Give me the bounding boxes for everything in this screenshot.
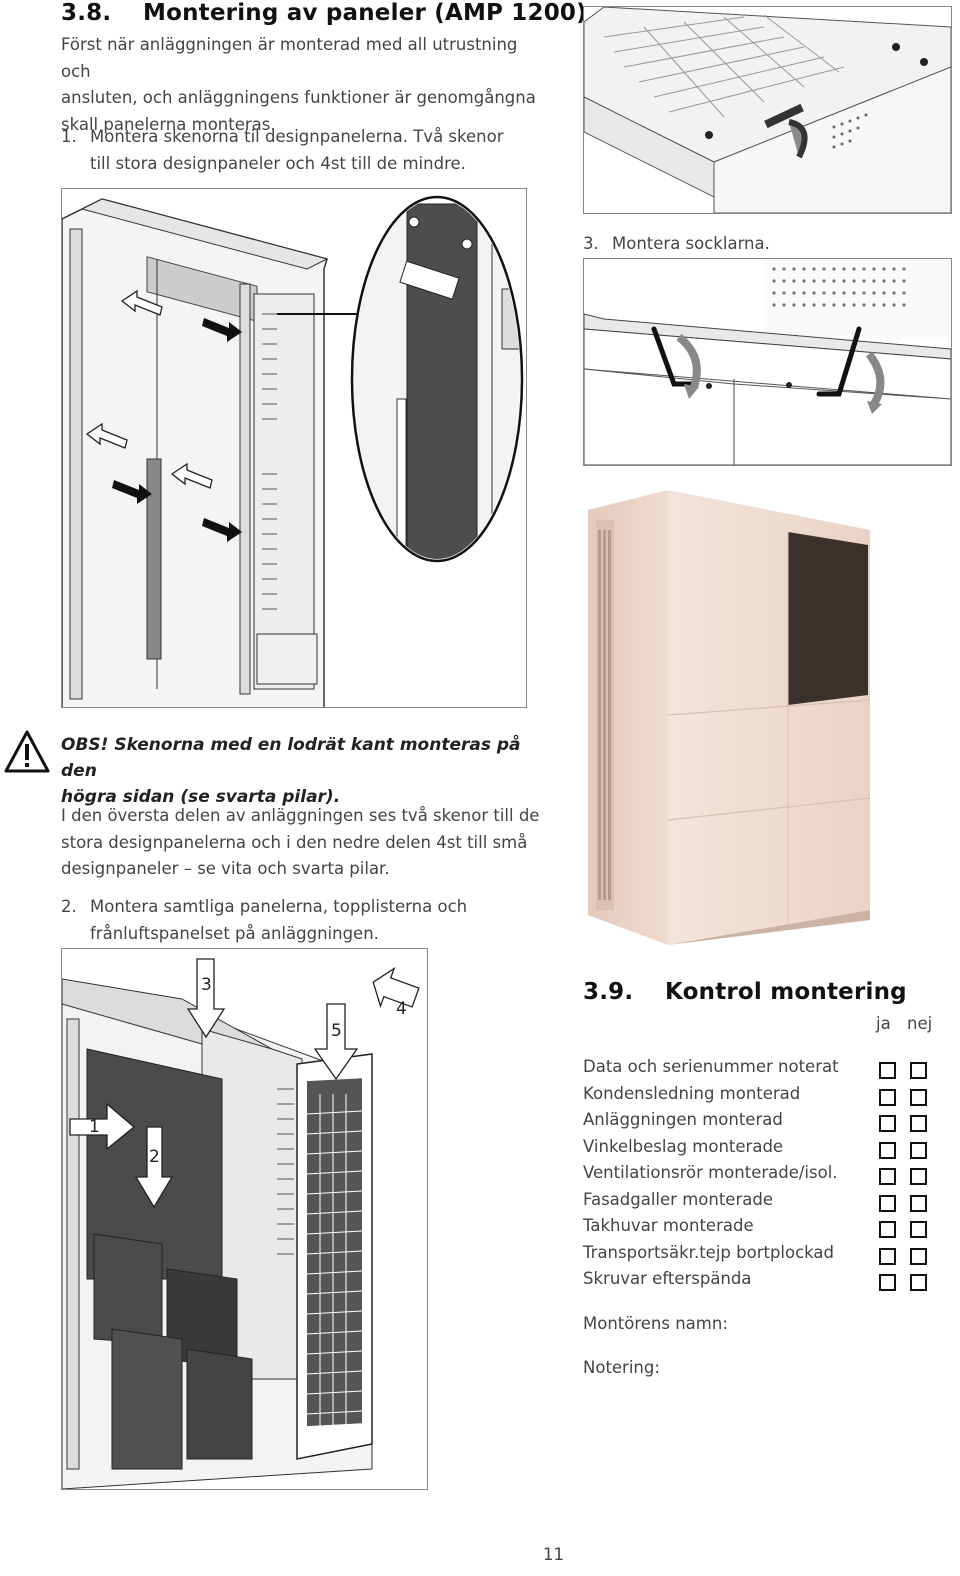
- checklist-label: Ventilationsrör monterade/isol.: [583, 1163, 838, 1182]
- section-title-3-9: Kontrol montering: [665, 979, 907, 1005]
- callout-1: 1: [89, 1117, 100, 1137]
- section-number-3-8: 3.8.: [61, 0, 112, 26]
- finished-unit-photo: [588, 490, 870, 945]
- checkbox-yes[interactable]: [879, 1248, 896, 1265]
- callout-5: 5: [331, 1021, 342, 1041]
- column-header-no: nej: [907, 1014, 933, 1033]
- checklist-row: Takhuvar monterade: [583, 1216, 943, 1242]
- checklist-row: Skruvar efterspända: [583, 1269, 943, 1295]
- rails-description-line: I den översta delen av anläggningen ses …: [61, 806, 540, 825]
- step-2-line: frånluftspanelset på anläggningen.: [90, 923, 379, 943]
- installer-name-label: Montörens namn:: [583, 1314, 728, 1333]
- checklist-label: Anläggningen monterad: [583, 1110, 783, 1129]
- warning-line: OBS! Skenorna med en lodrät kant montera…: [61, 735, 521, 781]
- checkbox-no[interactable]: [910, 1168, 927, 1185]
- checkbox-no[interactable]: [910, 1142, 927, 1159]
- intro-paragraph: Först när anläggningen är monterad med a…: [61, 32, 541, 138]
- checkbox-yes[interactable]: [879, 1168, 896, 1185]
- step-1-line: Montera skenorna til designpanelerna. Tv…: [90, 127, 504, 146]
- column-header-yes: ja: [876, 1014, 891, 1033]
- step-3-text: Montera socklarna.: [612, 234, 770, 253]
- checkbox-no[interactable]: [910, 1195, 927, 1212]
- checkbox-yes[interactable]: [879, 1221, 896, 1238]
- checklist-row: Ventilationsrör monterade/isol.: [583, 1163, 943, 1189]
- note-label: Notering:: [583, 1358, 660, 1377]
- step-2-number: 2.: [61, 897, 77, 916]
- section-number-3-9: 3.9.: [583, 979, 634, 1005]
- page-number: 11: [543, 1545, 564, 1564]
- step-2-text: Montera samtliga panelerna, topplisterna…: [90, 894, 540, 947]
- step-1-number: 1.: [61, 127, 77, 146]
- intro-line: Först när anläggningen är monterad med a…: [61, 35, 518, 81]
- rails-description: I den översta delen av anläggningen ses …: [61, 803, 541, 883]
- checklist-label: Vinkelbeslag monterade: [583, 1137, 784, 1156]
- rails-description-line: designpaneler – se vita och svarta pilar…: [61, 859, 390, 878]
- checklist-row: Vinkelbeslag monterade: [583, 1137, 943, 1163]
- checklist-label: Transportsäkr.tejp bortplockad: [583, 1243, 835, 1262]
- checklist-label: Kondensledning monterad: [583, 1084, 801, 1103]
- checklist-label: Fasadgaller monterade: [583, 1190, 773, 1209]
- step-1-line: till stora designpaneler och 4st till de…: [90, 153, 466, 173]
- checklist-row: Fasadgaller monterade: [583, 1190, 943, 1216]
- intro-line: skall panelerna monteras.: [61, 114, 276, 134]
- warning-line: högra sidan (se svarta pilar).: [61, 787, 341, 807]
- figure-rails: [61, 188, 527, 708]
- checkbox-no[interactable]: [910, 1248, 927, 1265]
- rails-description-line: stora designpanelerna och i den nedre de…: [61, 832, 528, 852]
- checkbox-yes[interactable]: [879, 1115, 896, 1132]
- section-title-3-8: Montering av paneler (AMP 1200): [143, 0, 587, 26]
- checkbox-no[interactable]: [910, 1274, 927, 1291]
- step-2-line: Montera samtliga panelerna, topplisterna…: [90, 897, 468, 916]
- checklist-label: Skruvar efterspända: [583, 1269, 752, 1288]
- callout-3: 3: [201, 975, 212, 995]
- figure-plinths: [583, 258, 952, 466]
- checkbox-no[interactable]: [910, 1221, 927, 1238]
- step-1-text: Montera skenorna til designpanelerna. Tv…: [90, 124, 540, 177]
- checkbox-yes[interactable]: [879, 1142, 896, 1159]
- checklist-row: Data och serienummer noterat: [583, 1057, 943, 1083]
- intro-line: ansluten, och anläggningens funktioner ä…: [61, 88, 536, 107]
- figure-panel-mounting: 1 2 3 4 5: [61, 948, 428, 1490]
- checkbox-yes[interactable]: [879, 1274, 896, 1291]
- checkbox-no[interactable]: [910, 1115, 927, 1132]
- checkbox-no[interactable]: [910, 1062, 927, 1079]
- callout-2: 2: [149, 1147, 160, 1167]
- checkbox-no[interactable]: [910, 1089, 927, 1106]
- figure-top-screws: [583, 6, 952, 214]
- warning-text: OBS! Skenorna med en lodrät kant montera…: [61, 732, 541, 810]
- callout-4: 4: [396, 999, 407, 1019]
- checklist-row: Transportsäkr.tejp bortplockad: [583, 1243, 943, 1269]
- step-3-number: 3.: [583, 234, 599, 253]
- checkbox-yes[interactable]: [879, 1062, 896, 1079]
- checkbox-yes[interactable]: [879, 1195, 896, 1212]
- checklist-label: Takhuvar monterade: [583, 1216, 754, 1235]
- checklist-label: Data och serienummer noterat: [583, 1057, 839, 1076]
- checklist-row: Kondensledning monterad: [583, 1084, 943, 1110]
- checkbox-yes[interactable]: [879, 1089, 896, 1106]
- checklist-row: Anläggningen monterad: [583, 1110, 943, 1136]
- warning-icon: [3, 728, 51, 776]
